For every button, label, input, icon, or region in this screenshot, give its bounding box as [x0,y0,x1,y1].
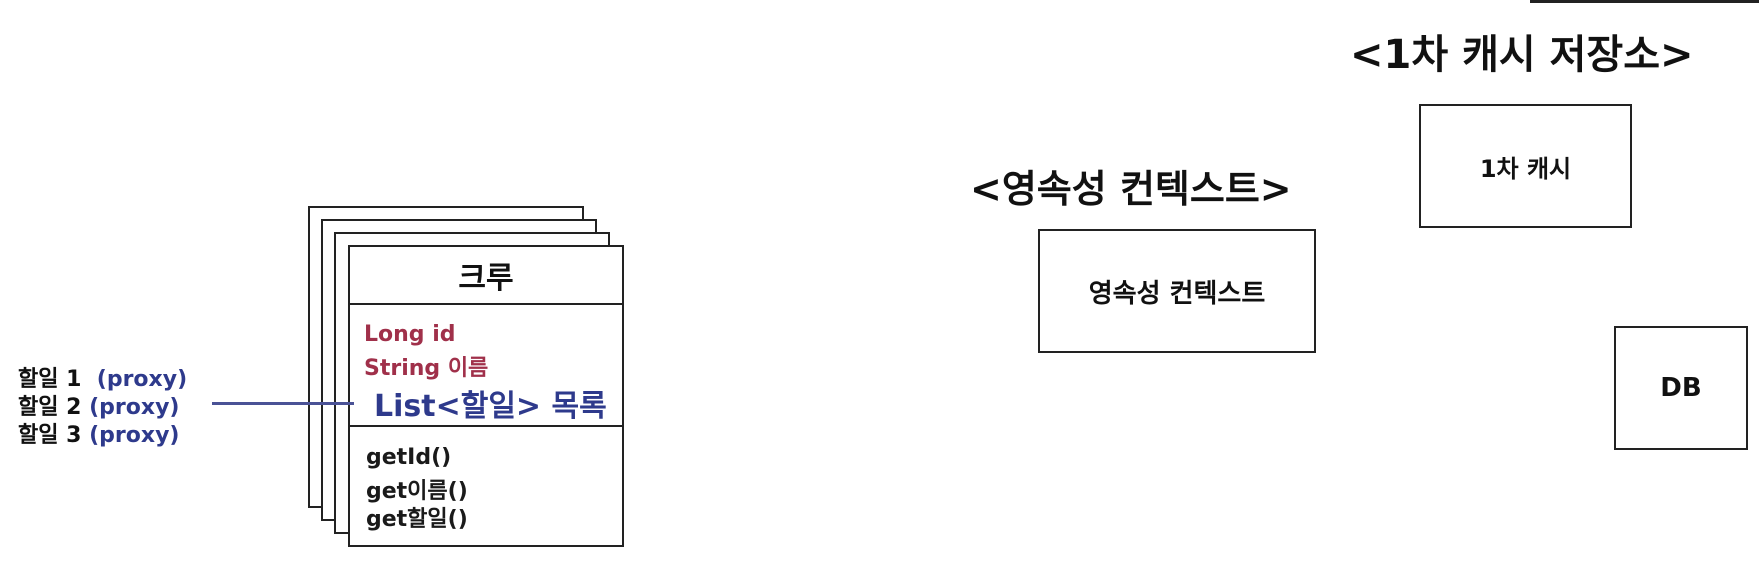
persistence-context-heading: <영속성 컨텍스트> [970,167,1292,211]
proxy-connector-line [212,402,354,405]
class-box-crew: 크루 Long id String 이름 List<할일> 목록 getId()… [348,245,624,547]
proxy-item-2: 할일 2 (proxy) [18,389,179,421]
method-get-todo: get할일() [366,507,468,532]
persistence-context-box: 영속성 컨텍스트 [1038,229,1316,353]
frame-edge-line [1530,0,1759,3]
proxy-label: 할일 3 [18,423,82,448]
proxy-item-3: 할일 3 (proxy) [18,417,179,449]
field-list-todo: List<할일> 목록 [374,389,607,424]
class-fields: Long id String 이름 List<할일> 목록 [350,305,622,427]
db-box: DB [1614,326,1748,450]
proxy-label: 할일 1 [18,367,82,392]
first-level-cache-store-heading: <1차 캐시 저장소> [1350,32,1694,78]
field-long-id: Long id [364,322,456,347]
proxy-tag: (proxy) [89,395,180,420]
field-string-name: String 이름 [364,356,489,381]
first-level-cache-box: 1차 캐시 [1419,104,1632,228]
method-get-name: get이름() [366,479,468,504]
class-name: 크루 [350,247,622,305]
proxy-item-1: 할일 1 (proxy) [18,361,187,393]
proxy-label: 할일 2 [18,395,82,420]
proxy-tag: (proxy) [96,367,188,392]
method-get-id: getId() [366,445,452,470]
proxy-tag: (proxy) [89,423,180,448]
